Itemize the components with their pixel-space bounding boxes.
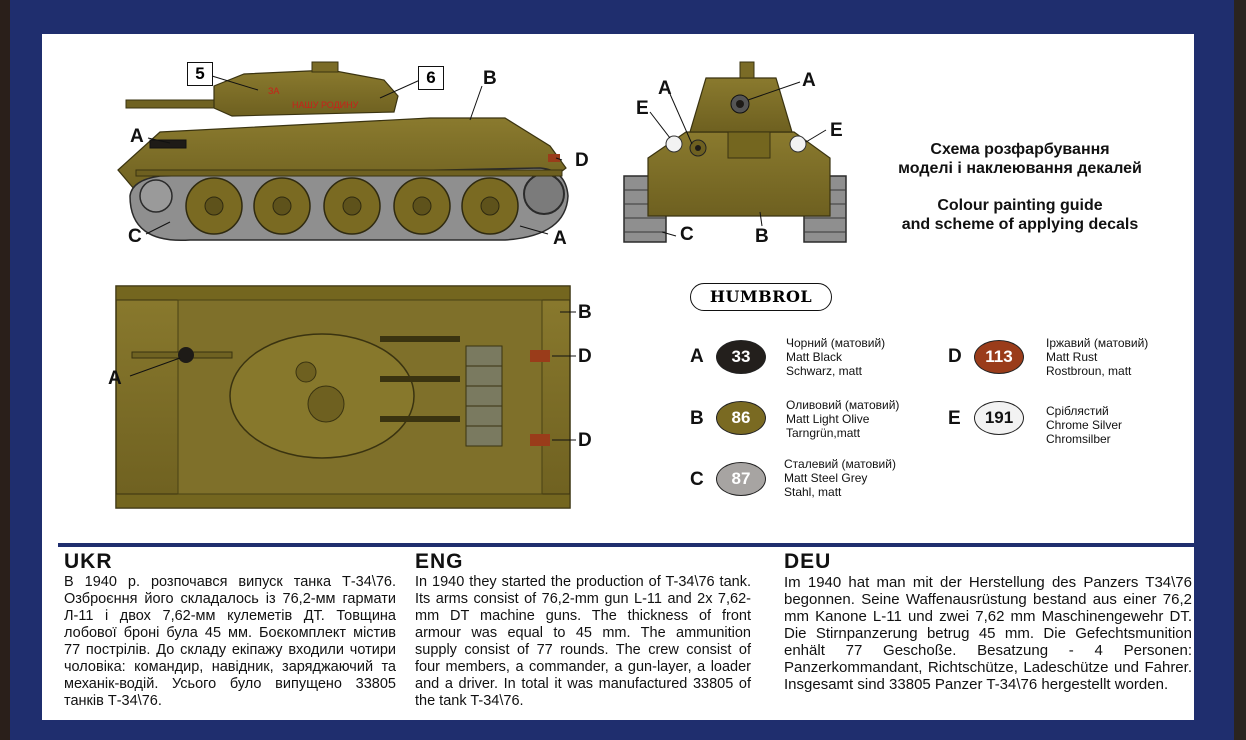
top-exhaust-1	[530, 350, 550, 362]
paint-d-eng: Matt Rust	[1046, 350, 1098, 364]
decal-callout-6: 6	[418, 66, 444, 90]
decal-line1: ЗА	[268, 86, 279, 96]
humbrol-brand-badge: HUMBROL	[690, 283, 832, 311]
section-divider	[58, 543, 1194, 547]
paint-a-deu: Schwarz, matt	[786, 364, 863, 378]
side-machine-gun	[149, 139, 187, 149]
paint-b-desc: Оливовий (матовий) Matt Light Olive Tarn…	[786, 398, 899, 440]
paint-e-eng: Chrome Silver	[1046, 418, 1123, 432]
side-callout-c: C	[128, 226, 142, 247]
side-callout-a: A	[130, 126, 144, 147]
paint-a-chip: 33	[716, 340, 766, 374]
paint-e-ukr: Сріблястий	[1046, 404, 1109, 418]
side-fender	[135, 169, 563, 177]
paint-b-deu: Tarngrün,matt	[786, 426, 861, 440]
paint-d-ukr: Іржавий (матовий)	[1046, 336, 1149, 350]
paint-b-chip: 86	[716, 401, 766, 435]
side-turret	[213, 69, 399, 117]
paint-c-desc: Сталевий (матовий) Matt Steel Grey Stahl…	[784, 457, 896, 499]
front-callout-e-right: E	[830, 120, 843, 141]
front-callout-a-right: A	[802, 70, 816, 91]
paint-c-chip: 87	[716, 462, 766, 496]
paint-c-letter: C	[690, 469, 704, 490]
top-callout-a: A	[108, 368, 122, 389]
box-edge-left	[0, 0, 10, 740]
front-headlight-left	[665, 135, 683, 153]
paint-b-eng: Matt Light Olive	[786, 412, 870, 426]
top-exhaust-2	[530, 434, 550, 446]
heading-ukr-line2: моделі і наклеювання декалей	[898, 160, 1142, 177]
tank-top-view	[115, 285, 576, 509]
top-machine-gun	[178, 347, 194, 363]
paint-c-deu: Stahl, matt	[784, 485, 842, 499]
front-callout-b: B	[755, 226, 769, 247]
paint-e-deu: Chromsilber	[1046, 432, 1111, 446]
top-callout-d2: D	[578, 430, 592, 451]
paint-d-letter: D	[948, 346, 962, 367]
box-edge-right	[1234, 0, 1246, 740]
heading-eng-line2: and scheme of applying decals	[901, 216, 1139, 233]
side-callout-a-track: A	[553, 228, 567, 249]
decal-line2: НАШУ РОДИНУ	[292, 100, 359, 110]
side-exhaust	[548, 154, 560, 162]
heading-eng-line1: Colour painting guide	[937, 197, 1103, 214]
top-callout-d1: D	[578, 346, 592, 367]
eng-text: In 1940 they started the production of T…	[415, 574, 751, 709]
paint-d-desc: Іржавий (матовий) Matt Rust Rostbroun, m…	[1046, 336, 1148, 378]
side-callout-d: D	[575, 150, 589, 171]
decal-callout-5: 5	[187, 62, 213, 86]
paint-e-desc: Сріблястий Chrome Silver Chromsilber	[1046, 404, 1122, 446]
side-callout-b: B	[483, 68, 497, 89]
paint-a-letter: A	[690, 346, 704, 367]
front-callout-c: C	[680, 224, 694, 245]
deu-title: DEU	[784, 550, 832, 573]
side-drive-sprocket	[523, 173, 565, 215]
deu-text: Im 1940 hat man mit der Herstellung des …	[784, 574, 1192, 693]
paint-b-letter: B	[690, 408, 704, 429]
paint-d-deu: Rostbroun, matt	[1046, 364, 1132, 378]
paint-b-ukr: Оливовий (матовий)	[786, 398, 900, 412]
top-callout-b: B	[578, 302, 592, 323]
heading-eng: Colour painting guide and scheme of appl…	[870, 196, 1170, 234]
paint-c-eng: Matt Steel Grey	[784, 471, 868, 485]
front-headlight-right	[789, 135, 807, 153]
paint-e-letter: E	[948, 408, 961, 429]
side-cupola	[311, 61, 339, 73]
side-idler-wheel	[139, 179, 173, 213]
heading-ukr: Схема розфарбування моделі і наклеювання…	[870, 140, 1170, 178]
ukr-title: UKR	[64, 550, 113, 573]
heading-ukr-line1: Схема розфарбування	[930, 141, 1110, 158]
front-callout-a-left: A	[658, 78, 672, 99]
paint-a-desc: Чорний (матовий) Matt Black Schwarz, mat…	[786, 336, 885, 378]
ukr-text: В 1940 р. розпочався випуск танка Т-34\7…	[64, 574, 396, 709]
paint-a-ukr: Чорний (матовий)	[786, 336, 886, 350]
tank-side-view: ЗА НАШУ РОДИНУ	[117, 61, 569, 242]
side-gun-barrel	[125, 99, 223, 109]
front-callout-e-left: E	[636, 98, 649, 119]
eng-title: ENG	[415, 550, 464, 573]
paint-a-eng: Matt Black	[786, 350, 843, 364]
tank-front-view	[623, 61, 847, 243]
paint-d-chip: 113	[974, 340, 1024, 374]
paint-c-ukr: Сталевий (матовий)	[784, 457, 896, 471]
paint-e-chip: 191	[974, 401, 1024, 435]
